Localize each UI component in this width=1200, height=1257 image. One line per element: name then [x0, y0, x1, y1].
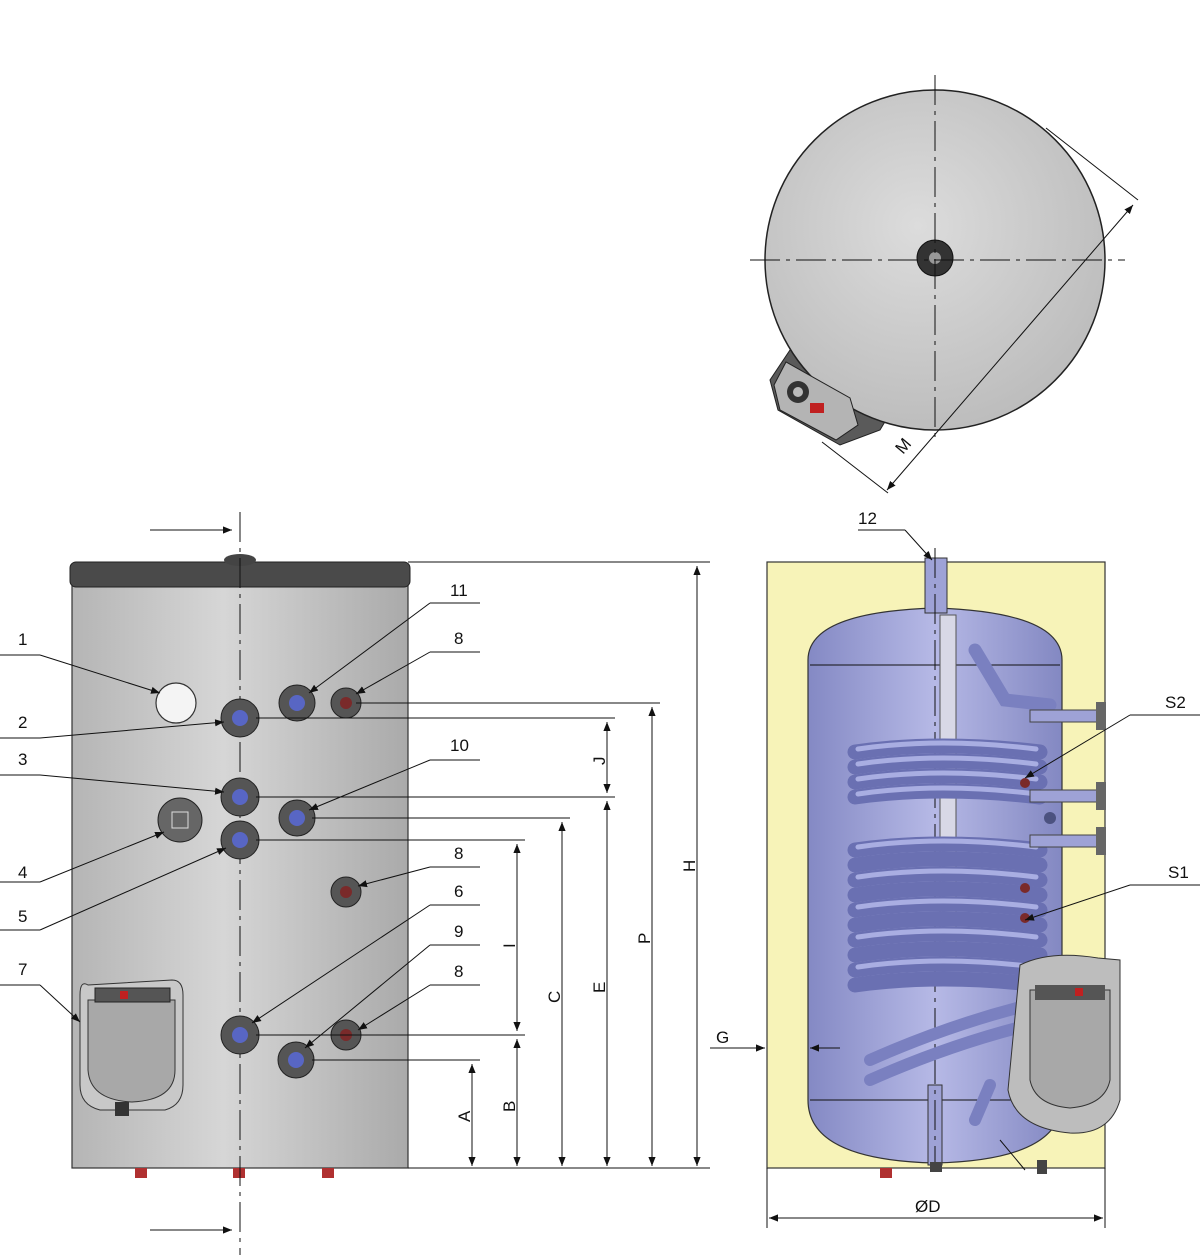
callout-s2: S2 [1165, 693, 1186, 712]
port-1 [155, 682, 197, 724]
callout-8-mid: 8 [454, 844, 463, 863]
top-controller [773, 361, 859, 441]
dim-B: B [500, 1101, 519, 1112]
front-controller [79, 979, 184, 1116]
port-8-top [330, 687, 362, 719]
dim-D: ØD [915, 1197, 941, 1216]
callout-11: 11 [450, 581, 468, 600]
port-4 [157, 797, 203, 843]
callout-7: 7 [18, 960, 27, 979]
front-view: 1 2 3 4 5 7 11 8 10 8 6 9 8 A B I [0, 512, 710, 1255]
dim-J: J [590, 757, 609, 766]
port-10 [278, 799, 316, 837]
dim-G: G [716, 1028, 729, 1047]
dim-I: I [500, 943, 519, 948]
section-view: 12 S2 S1 G ØD [710, 509, 1200, 1228]
port-5 [220, 820, 260, 860]
callout-8-top: 8 [454, 629, 463, 648]
callout-8-low: 8 [454, 962, 463, 981]
top-view: M [750, 75, 1139, 494]
callout-1: 1 [18, 630, 27, 649]
port-2 [220, 698, 260, 738]
port-6 [220, 1015, 260, 1055]
callout-s1: S1 [1168, 863, 1189, 882]
dim-A: A [455, 1110, 474, 1122]
coil-s1 [847, 836, 1048, 993]
section-controller [1007, 954, 1121, 1134]
callout-12: 12 [858, 509, 877, 528]
dim-E: E [590, 982, 609, 993]
port-9 [277, 1041, 315, 1079]
dim-M: M [892, 435, 916, 458]
port-11 [278, 684, 316, 722]
port-8-mid [330, 876, 362, 908]
callout-4: 4 [18, 863, 27, 882]
callout-2: 2 [18, 713, 27, 732]
dim-P: P [635, 933, 654, 944]
dim-C: C [545, 991, 564, 1003]
callout-6: 6 [454, 882, 463, 901]
callout-9: 9 [454, 922, 463, 941]
callout-3: 3 [18, 750, 27, 769]
callout-5: 5 [18, 907, 27, 926]
callout-10: 10 [450, 736, 469, 755]
coil-s2 [847, 738, 1048, 805]
dim-H: H [680, 860, 699, 872]
port-3 [220, 777, 260, 817]
